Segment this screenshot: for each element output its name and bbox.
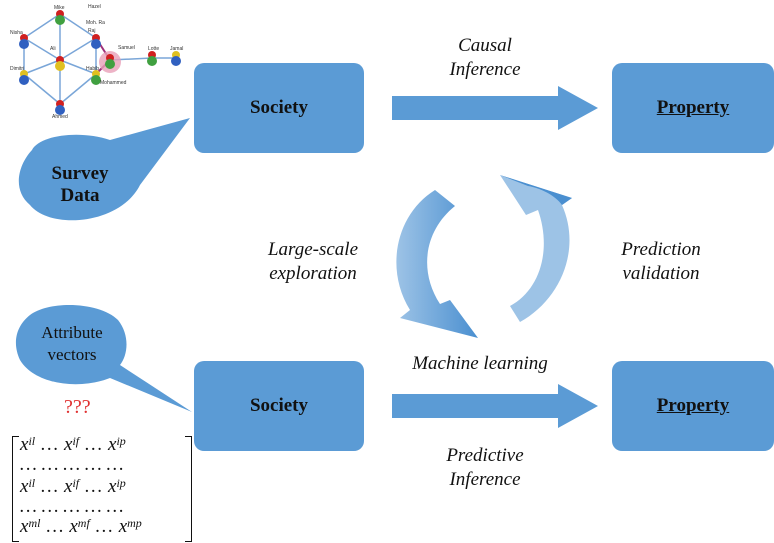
predictive-inference-label: Predictive Inference (446, 445, 524, 490)
cycle-arrow-down (396, 190, 478, 338)
causal-inference-label: Causal Inference (449, 35, 521, 80)
society-box-bottom: Society (194, 361, 364, 451)
matrix-row-2: … … … … … (20, 454, 124, 475)
society-label-bottom: Society (249, 395, 309, 416)
attribute-vectors-label: Attribute vectors (41, 323, 103, 364)
network-node-labels: Nisha Mike Hazel Ali Raj Moh. Ra Dimitri… (10, 4, 184, 120)
question-marks: ??? (64, 396, 91, 418)
matrix-left-bracket (12, 436, 19, 542)
property-box-top: Property (612, 63, 774, 153)
society-label-top: Society (249, 97, 309, 118)
predictive-inference-arrow (392, 384, 598, 428)
prediction-validation-label: Prediction validation (621, 239, 701, 284)
causal-inference-arrow (392, 86, 598, 130)
matrix-right-bracket (185, 436, 192, 542)
property-label-bottom: Property (656, 395, 730, 416)
attribute-bubble (15, 304, 193, 412)
society-box-top: Society (194, 63, 364, 153)
machine-learning-label: Machine learning (412, 353, 548, 374)
survey-bubble (18, 118, 190, 221)
survey-data-label: Survey Data (51, 163, 109, 206)
property-label-top: Property (656, 97, 730, 118)
social-network-image (19, 10, 181, 115)
matrix-row-4: … … … … … (20, 496, 124, 517)
cycle-arrow-up (500, 175, 572, 322)
property-box-bottom: Property (612, 361, 774, 451)
large-scale-exploration-label: Large-scale exploration (267, 239, 359, 284)
